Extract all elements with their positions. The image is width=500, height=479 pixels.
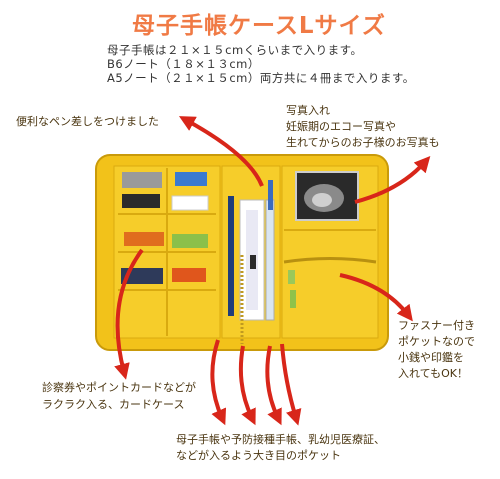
card-callout: 診察券やポイントカードなどが ラクラク入る、カードケース — [42, 379, 196, 413]
case-photo — [95, 154, 389, 351]
zipper-callout-line: 入れてもOK！ — [398, 367, 468, 380]
arrow-pocket-4 — [280, 343, 302, 426]
arrow-pocket-3 — [265, 345, 282, 426]
page-title: 母子手帳ケースLサイズ — [132, 13, 386, 39]
arrow-pocket-2 — [238, 345, 256, 426]
photo-pocket — [281, 165, 379, 339]
zipper-pocket — [283, 257, 377, 308]
photo-callout: 写真入れ 妊娠期のエコー写真や 生れてからのお子様のお写真も — [286, 103, 440, 151]
photo-callout-line: 写真入れ — [286, 104, 330, 117]
spec-line-1: 母子手帳は２１×１５cmくらいまで入ります。 — [107, 43, 363, 57]
arrow-card — [114, 248, 144, 380]
big-pocket-callout-line: などが入るよう大き目のポケット — [176, 449, 341, 462]
zipper-callout: ファスナー付き ポケットなので 小銭や印鑑を 入れてもOK！ — [398, 318, 475, 382]
arrow-pocket-1 — [210, 339, 227, 426]
zipper-callout-line: ファスナー付き — [398, 319, 475, 332]
big-pocket-callout-line: 母子手帳や予防接種手帳、乳幼児医療証、 — [176, 433, 385, 446]
spec-line-2: B6ノート（１８×１３cm） — [107, 57, 260, 71]
pen-callout: 便利なペン差しをつけました — [16, 115, 159, 128]
photo-callout-line: 生れてからのお子様のお写真も — [286, 136, 440, 149]
arrow-zipper — [339, 273, 413, 322]
zipper-callout-line: ポケットなので — [398, 335, 475, 348]
arrow-pen — [178, 116, 264, 187]
zipper-callout-line: 小銭や印鑑を — [398, 351, 464, 364]
card-callout-line: ラクラク入る、カードケース — [42, 398, 185, 411]
arrow-photo — [354, 156, 431, 204]
photo-callout-line: 妊娠期のエコー写真や — [286, 120, 396, 133]
big-pocket — [221, 165, 281, 339]
spec-line-3: A5ノート（２１×１５cm）両方共に４冊まで入ります。 — [107, 71, 415, 85]
big-pocket-callout: 母子手帳や予防接種手帳、乳幼児医療証、 などが入るよう大き目のポケット — [176, 432, 385, 464]
card-slots — [113, 165, 221, 339]
card-callout-line: 診察券やポイントカードなどが — [42, 381, 196, 394]
